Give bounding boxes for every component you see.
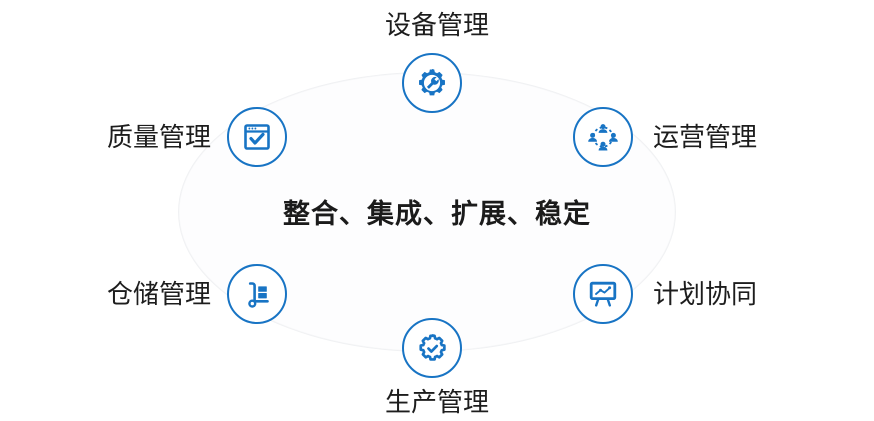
warehouse-badge[interactable] bbox=[227, 264, 287, 324]
node-warehouse[interactable] bbox=[227, 264, 287, 324]
node-equipment[interactable] bbox=[402, 53, 462, 113]
presentation-chart-icon bbox=[587, 278, 619, 310]
center-headline: 整合、集成、扩展、稳定 bbox=[283, 199, 591, 229]
node-production[interactable] bbox=[402, 318, 462, 378]
node-planning[interactable] bbox=[573, 264, 633, 324]
equipment-badge[interactable] bbox=[402, 53, 462, 113]
operations-badge[interactable] bbox=[573, 107, 633, 167]
label-operations: 运营管理 bbox=[653, 122, 758, 152]
label-planning: 计划协同 bbox=[653, 279, 758, 309]
planning-badge[interactable] bbox=[573, 264, 633, 324]
label-quality: 质量管理 bbox=[106, 122, 211, 152]
hand-truck-icon bbox=[241, 278, 273, 310]
gear-wrench-icon bbox=[415, 66, 449, 100]
quality-badge[interactable] bbox=[227, 107, 287, 167]
node-operations[interactable] bbox=[573, 107, 633, 167]
window-check-icon bbox=[241, 121, 273, 153]
node-quality[interactable] bbox=[227, 107, 287, 167]
label-equipment: 设备管理 bbox=[384, 10, 489, 40]
people-network-icon bbox=[587, 121, 619, 153]
gear-check-icon bbox=[416, 332, 449, 365]
production-badge[interactable] bbox=[402, 318, 462, 378]
label-warehouse: 仓储管理 bbox=[106, 279, 211, 309]
label-production: 生产管理 bbox=[384, 387, 489, 417]
